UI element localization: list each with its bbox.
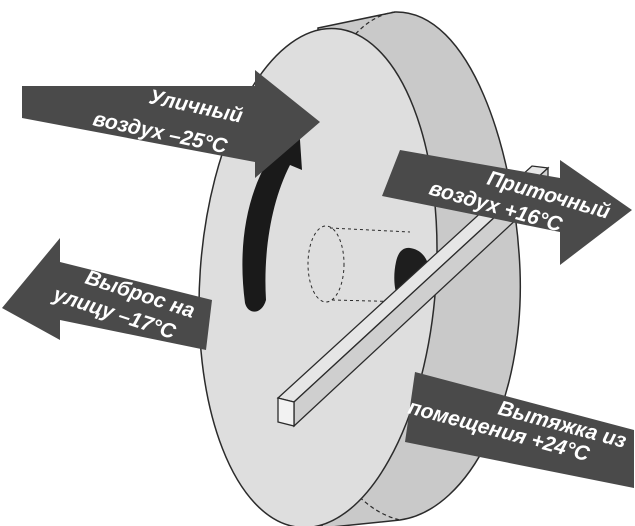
rotation-arrow-icon (242, 110, 302, 312)
partition-bar (276, 165, 550, 428)
arrow-exhaust-outside: Выброс на улицу –17°С (2, 238, 212, 350)
